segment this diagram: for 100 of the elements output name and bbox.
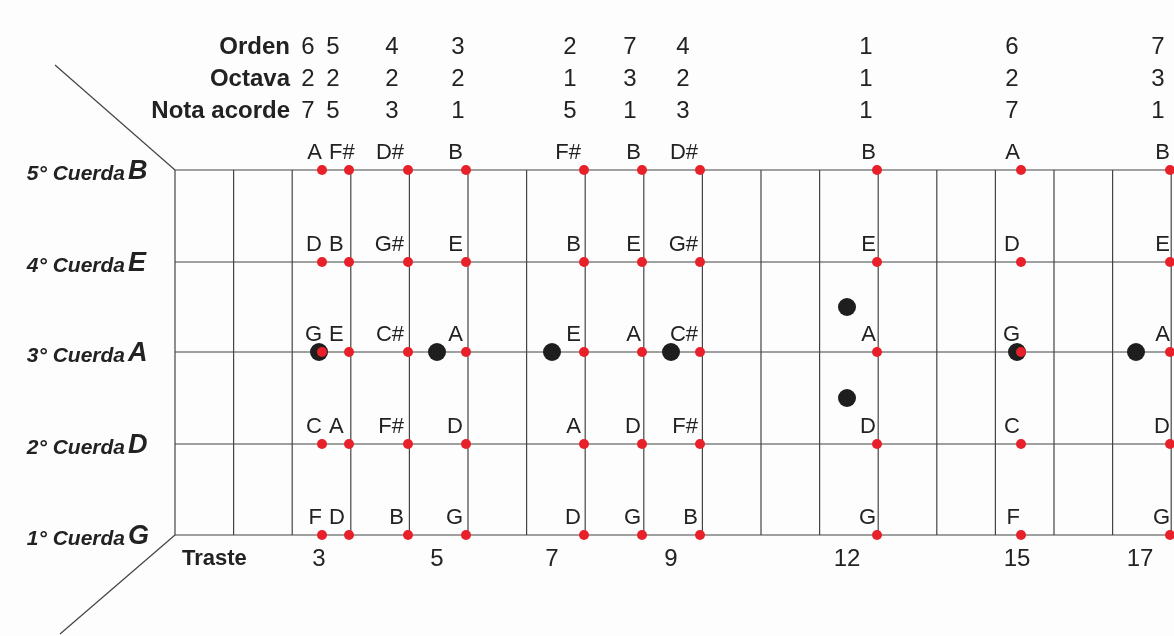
table-value: 1 [563,66,577,90]
table-value: 1 [859,34,873,58]
fret-number: 17 [1126,546,1154,570]
table-value: 7 [623,34,637,58]
note-label: B [626,141,641,163]
table-value: 5 [326,34,340,58]
string-label: G [128,521,149,549]
table-value: 1 [451,98,465,122]
string-label: B [128,156,148,184]
fret-number: 15 [1003,546,1031,570]
note-label: D# [669,141,698,163]
table-value: 1 [859,98,873,122]
table-value: 4 [385,34,399,58]
table-value: 7 [1151,34,1165,58]
note-label: F# [378,415,404,437]
note-label: C# [375,323,404,345]
note-label: G [304,323,322,345]
note-label: G [1152,506,1170,528]
note-label: F# [672,415,698,437]
table-value: 3 [451,34,465,58]
note-label: D [1154,415,1170,437]
note-label: F# [555,141,581,163]
note-label: F [1006,506,1020,528]
note-label: D [1004,233,1020,255]
note-label: B [448,141,463,163]
note-label: C [1004,415,1020,437]
note-label: A [626,323,641,345]
note-label: B [389,506,404,528]
table-value: 2 [676,66,690,90]
table-value: 5 [326,98,340,122]
note-label: G [445,506,463,528]
string-label: D [128,430,148,458]
row-header: Orden [219,34,290,58]
note-label: A [566,415,581,437]
table-value: 5 [563,98,577,122]
note-label: A [1155,323,1170,345]
table-value: 1 [623,98,637,122]
fret-number: 7 [545,546,559,570]
row-header: Traste [182,547,247,569]
row-header: Octava [209,66,290,90]
table-value: 2 [326,66,340,90]
note-label: D [306,233,322,255]
note-label: F# [329,141,355,163]
note-label: G [623,506,641,528]
note-label: E [329,323,344,345]
string-label: 3° Cuerda [26,343,125,365]
note-label: G [858,506,876,528]
string-label: 1° Cuerda [26,526,125,548]
note-label: A [448,323,463,345]
table-value: 2 [385,66,399,90]
note-label: D [625,415,641,437]
string-label: 4° Cuerda [26,253,125,275]
table-value: 1 [859,66,873,90]
table-value: 7 [301,98,315,122]
note-label: C# [669,323,698,345]
string-label: A [128,338,148,366]
note-label: B [683,506,698,528]
note-label: G# [668,233,698,255]
note-label: A [861,323,876,345]
note-label: E [1155,233,1170,255]
note-label: G# [374,233,404,255]
table-value: 4 [676,34,690,58]
table-value: 2 [1005,66,1019,90]
table-value: 6 [1005,34,1019,58]
table-value: 3 [385,98,399,122]
note-label: D [447,415,463,437]
table-value: 3 [676,98,690,122]
string-label: 5° Cuerda [26,161,125,183]
note-label: E [861,233,876,255]
fret-number: 3 [312,546,326,570]
note-label: G [1002,323,1020,345]
note-label: A [307,141,322,163]
note-label: D [565,506,581,528]
string-label: 2° Cuerda [26,435,125,457]
fret-number: 5 [430,546,444,570]
note-label: F [308,506,322,528]
note-label: C [306,415,322,437]
note-label: D [860,415,876,437]
note-label: E [626,233,641,255]
table-value: 3 [623,66,637,90]
note-label: B [861,141,876,163]
table-value: 2 [563,34,577,58]
note-label: B [1155,141,1170,163]
table-value: 6 [301,34,315,58]
note-label: D# [375,141,404,163]
table-value: 3 [1151,66,1165,90]
note-label: B [566,233,581,255]
note-label: E [566,323,581,345]
table-value: 2 [301,66,315,90]
note-label: D [329,506,345,528]
note-label: A [1005,141,1020,163]
fret-number: 12 [833,546,861,570]
note-label: A [329,415,344,437]
table-value: 7 [1005,98,1019,122]
note-label: B [329,233,344,255]
table-value: 2 [451,66,465,90]
table-value: 1 [1151,98,1165,122]
note-label: E [448,233,463,255]
row-header: Nota acorde [151,98,290,122]
fret-number: 9 [664,546,678,570]
